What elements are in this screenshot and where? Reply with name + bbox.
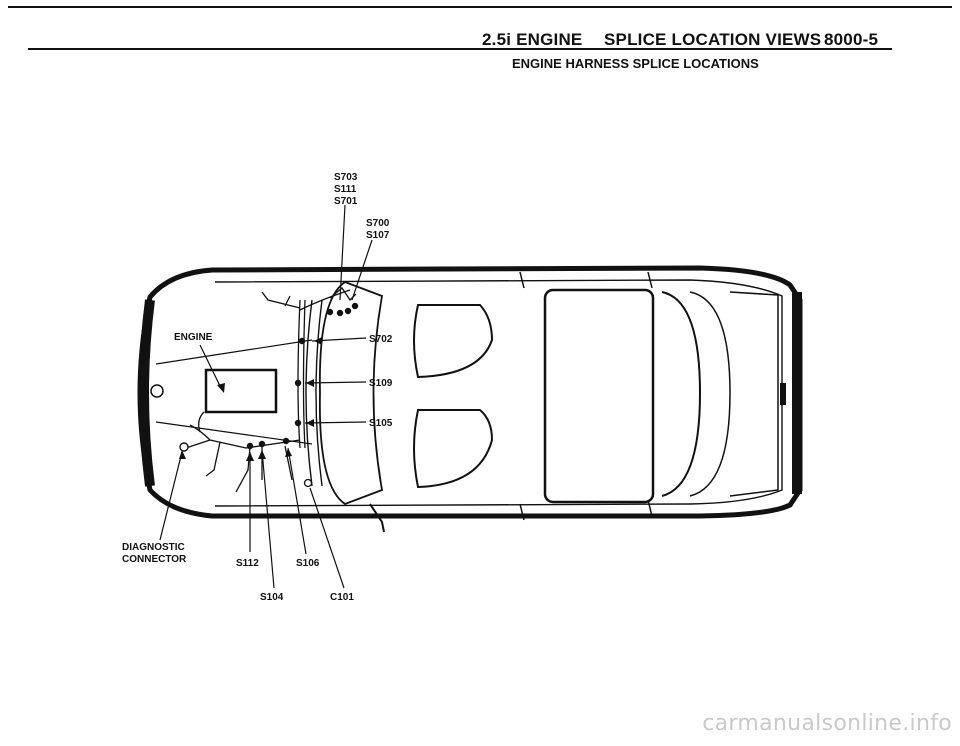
rear-window-2 [689, 291, 731, 497]
leader-engine [199, 344, 223, 391]
label-diagnostic-line2: CONNECTOR [122, 554, 187, 565]
arrow-s112 [246, 452, 254, 461]
leader-s700-group [351, 239, 373, 301]
splice-points [246, 302, 359, 450]
label-c101: C101 [330, 592, 354, 603]
diagnostic-connector [179, 442, 189, 452]
splice-dot-s106 [282, 437, 290, 445]
harness-bottom [189, 424, 301, 493]
label-diagnostic-line1: DIAGNOSTIC [122, 542, 185, 553]
leader-s106 [287, 447, 307, 555]
arrow-engine [217, 383, 225, 393]
splice-dot-s105 [294, 419, 302, 427]
label-s109: S109 [369, 378, 393, 389]
label-s700: S700 [366, 218, 390, 229]
arrow-s104 [258, 450, 266, 459]
leader-diagnostic [159, 451, 183, 541]
connector-c101 [303, 478, 313, 488]
label-s104: S104 [260, 592, 284, 603]
leader-c101 [309, 487, 345, 589]
wiring-harness [185, 287, 357, 493]
splice-dot-s700 [351, 302, 359, 310]
splice-dot-s109 [294, 379, 302, 387]
label-s111: S111 [334, 184, 357, 195]
label-s701: S701 [334, 196, 358, 207]
front-bumper [139, 299, 155, 487]
splice-dot-s104 [258, 440, 266, 448]
harness-branch [185, 411, 221, 477]
door-line-top [519, 271, 653, 289]
windshield [318, 280, 384, 506]
leader-s109 [304, 381, 367, 384]
arrow-diagnostic [179, 450, 186, 459]
seat-front-top [413, 304, 494, 379]
splice-dot-s111 [336, 309, 344, 317]
arrow-s106 [285, 448, 292, 457]
door-line-bottom [519, 499, 653, 521]
arrow-s105 [306, 419, 314, 427]
label-s703: S703 [334, 172, 358, 183]
splice-dot-s701 [344, 307, 352, 315]
rear-window [661, 291, 702, 497]
engine-block [204, 368, 278, 414]
car-body [137, 265, 803, 533]
leader-s105 [304, 421, 367, 424]
header-section: SPLICE LOCATION VIEWS [604, 30, 822, 49]
leader-arrowheads [179, 337, 322, 461]
splice-dot-s702 [298, 337, 306, 345]
header-rule [28, 48, 892, 50]
splice-dot-s703 [326, 308, 334, 316]
seat-front-bottom [413, 409, 494, 489]
label-s702: S702 [369, 334, 393, 345]
mirror-bottom [369, 503, 385, 533]
hood-line-top [155, 339, 313, 365]
callout-labels: S703 S111 S701 S700 S107 S702 S109 S105 … [122, 172, 393, 603]
leader-lines [159, 204, 373, 589]
harness-main-2 [302, 299, 306, 449]
cowl-line-2 [315, 299, 323, 487]
label-s107: S107 [366, 230, 390, 241]
rear-seat [543, 288, 655, 504]
label-s106: S106 [296, 558, 320, 569]
splice-dot-s112 [246, 442, 254, 450]
header-engine: 2.5i ENGINE [482, 30, 583, 49]
watermark-text: carmanualsonline.info [702, 711, 952, 736]
arrow-s702 [314, 337, 322, 345]
label-engine: ENGINE [174, 332, 213, 343]
cowl-line [305, 299, 313, 487]
leader-s703-group [339, 204, 346, 301]
trunk-line [729, 291, 779, 497]
arrow-s109 [306, 379, 314, 387]
label-s105: S105 [369, 418, 393, 429]
front-emblem [150, 384, 164, 398]
rear-marker [780, 383, 786, 405]
label-s112: S112 [236, 558, 259, 569]
header-page-number: 8000-5 [824, 30, 879, 49]
leader-s104 [261, 449, 275, 589]
top-rule [8, 6, 952, 8]
page-subtitle: ENGINE HARNESS SPLICE LOCATIONS [512, 56, 759, 71]
